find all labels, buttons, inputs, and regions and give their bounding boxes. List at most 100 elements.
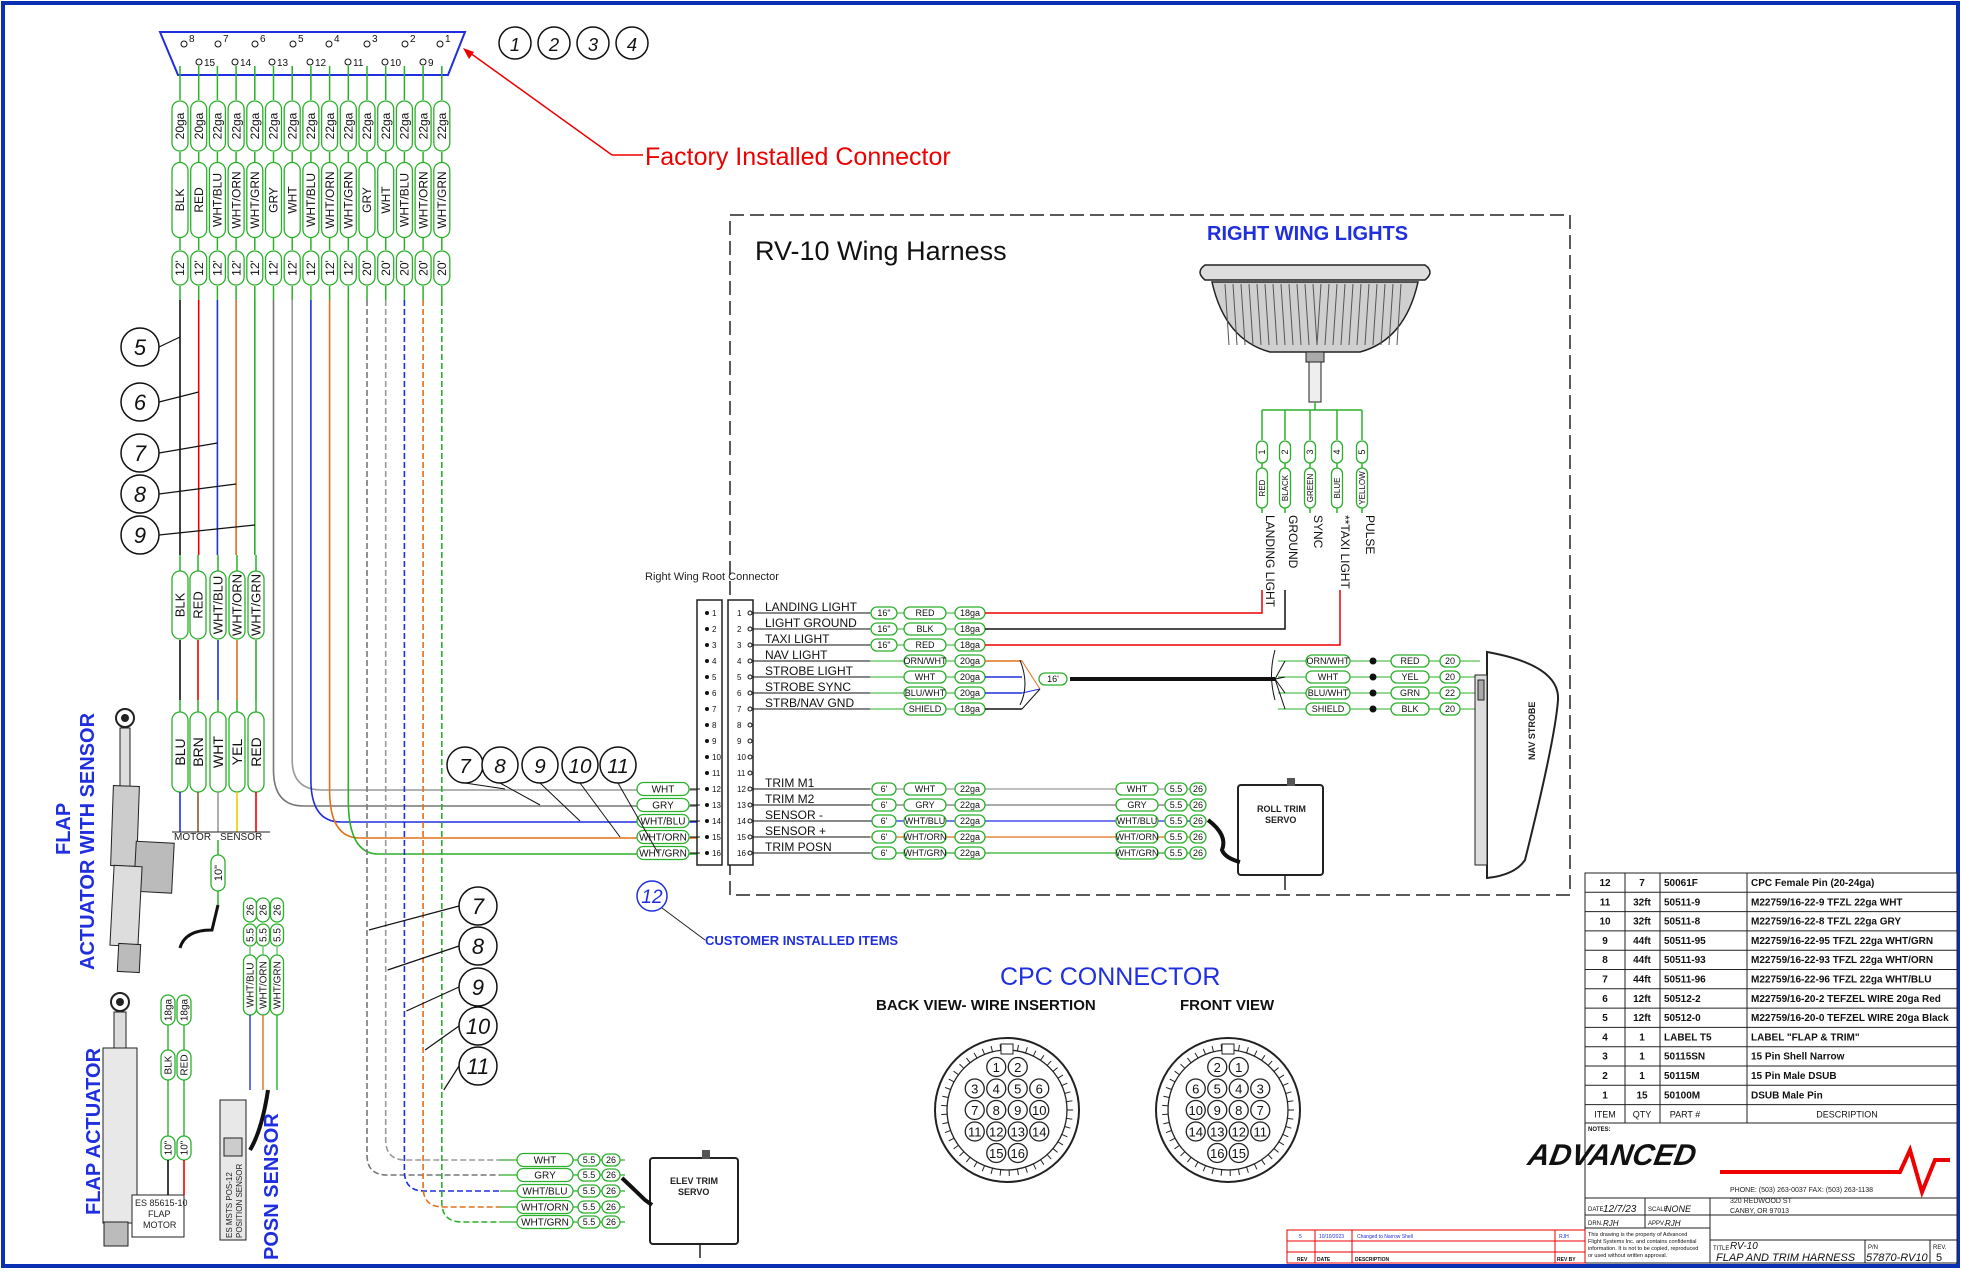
- flap-upper-label: RED: [190, 571, 206, 639]
- svg-text:26: 26: [1193, 832, 1203, 842]
- motor-wire-gauge: 18ga: [177, 995, 191, 1025]
- svg-text:6': 6': [881, 800, 888, 810]
- strobe-wire-b: GRN: [1391, 687, 1429, 699]
- strobe-wire-gauge: 20: [1440, 655, 1460, 667]
- lower-callout: 9: [459, 968, 497, 1006]
- light-wire-color: BLK: [904, 623, 946, 635]
- appv-value: RJH: [1665, 1219, 1681, 1228]
- right-wing-lights-title: RIGHT WING LIGHTS: [1207, 223, 1408, 245]
- dsub-wire-color: BLK: [172, 163, 188, 238]
- svg-text:WHT/GRN: WHT/GRN: [904, 848, 947, 858]
- svg-text:26: 26: [606, 1155, 616, 1165]
- svg-text:RED: RED: [915, 608, 935, 618]
- dsub-wire-color: WHT/BLU: [396, 163, 412, 238]
- posn-wire-color: WHT/ORN: [257, 955, 270, 1015]
- svg-text:5.5: 5.5: [583, 1170, 596, 1180]
- svg-text:26: 26: [1193, 784, 1203, 794]
- motor-wire-color: RED: [177, 1050, 191, 1080]
- root-pin-function: LIGHT GROUND: [765, 616, 857, 630]
- lower-callout: 8: [459, 927, 497, 965]
- svg-text:22ga: 22ga: [960, 832, 980, 842]
- elev-wire-length: 5.5: [578, 1185, 600, 1197]
- svg-text:WHT/BLU: WHT/BLU: [211, 173, 225, 227]
- strobe-wire-a: BLU/WHT: [1306, 687, 1350, 699]
- servo-wire-gauge: 26: [1190, 847, 1206, 859]
- svg-text:GRY: GRY: [1127, 800, 1146, 810]
- svg-text:WHT/ORN: WHT/ORN: [229, 171, 243, 228]
- trim-wire-length: 6': [872, 815, 896, 827]
- cpc-back-view-label: BACK VIEW- WIRE INSERTION: [876, 997, 1096, 1014]
- trim-wire-gauge: 22ga: [955, 799, 985, 811]
- svg-text:RED: RED: [192, 187, 206, 213]
- svg-text:20': 20': [435, 260, 449, 276]
- cpc-pin-label: 5: [1214, 1082, 1221, 1097]
- strobe-splice: [1370, 674, 1377, 681]
- svg-text:GRY: GRY: [915, 800, 934, 810]
- right-wing-light-fixture: [1200, 265, 1430, 402]
- root-pin-dot: [705, 803, 709, 807]
- pn-value: 57870-RV10: [1866, 1252, 1928, 1264]
- nav-strobe-label: NAV STROBE: [1527, 702, 1537, 760]
- callout-label: 1: [510, 34, 520, 55]
- light-wire-color: RED: [904, 607, 946, 619]
- title-line-1: RV-10: [1730, 1241, 1758, 1252]
- root-pin-dot: [705, 835, 709, 839]
- strobe-wire-a: ORN/WHT: [1306, 655, 1350, 667]
- svg-text:3: 3: [1305, 449, 1315, 454]
- elev-wire-length: 5.5: [578, 1216, 600, 1228]
- svg-text:5.5: 5.5: [1170, 784, 1183, 794]
- dsub-wire-color: GRY: [359, 163, 375, 238]
- cpc-pin-label: 10: [1032, 1103, 1046, 1118]
- svg-text:5.5: 5.5: [1170, 848, 1183, 858]
- svg-text:20ga: 20ga: [960, 688, 980, 698]
- root-pin-dot: [705, 707, 709, 711]
- drn-label: DRN.: [1588, 1221, 1603, 1227]
- cpc-pin-label: 6: [1036, 1082, 1043, 1097]
- dsub-wire-length: 20': [396, 251, 412, 285]
- root-pin-right: 7: [737, 705, 742, 714]
- dsub-wire-length: 12': [284, 251, 300, 285]
- svg-text:20ga: 20ga: [173, 112, 187, 139]
- svg-text:WHT: WHT: [915, 672, 936, 682]
- servo-wire-length: 5.5: [1165, 831, 1187, 843]
- svg-text:26: 26: [259, 904, 270, 916]
- root-pin-dot: [748, 835, 752, 839]
- callout-label: 9: [134, 523, 146, 548]
- root-pin-right: 6: [737, 689, 742, 698]
- svg-text:22ga: 22ga: [342, 112, 356, 139]
- dsub-wire-gauge: 22ga: [359, 101, 375, 151]
- flap-actuator-drawing: [103, 993, 184, 1246]
- root-pin-dot: [705, 659, 709, 663]
- svg-text:RED: RED: [248, 737, 264, 767]
- dsub-pin: [382, 59, 388, 65]
- root-pin-dot: [705, 723, 709, 727]
- servo-wire-color: GRY: [1116, 799, 1158, 811]
- root-left-label: GRY: [637, 799, 689, 812]
- svg-text:22ga: 22ga: [211, 112, 225, 139]
- elev-wire-length: 5.5: [578, 1154, 600, 1166]
- svg-text:WHT: WHT: [379, 186, 393, 214]
- svg-text:26: 26: [606, 1170, 616, 1180]
- root-pin-dot: [748, 771, 752, 775]
- bom-part: 50100M: [1664, 1090, 1700, 1101]
- dsub-wire-gauge: 20ga: [172, 101, 188, 151]
- svg-text:12': 12': [304, 260, 318, 276]
- svg-text:20: 20: [1445, 672, 1455, 682]
- light-wire-gauge: 18ga: [955, 623, 985, 635]
- dsub-pin: [307, 59, 313, 65]
- bom-part: 50511-95: [1664, 936, 1706, 947]
- rev-header: DATE: [1317, 1257, 1331, 1263]
- svg-text:6': 6': [881, 784, 888, 794]
- es-motor-1: ES 85615-10: [135, 1198, 188, 1208]
- bom-part: 50512-0: [1664, 1013, 1701, 1024]
- root-pin-left: 16: [712, 849, 721, 858]
- bom-item: 11: [1600, 897, 1611, 908]
- root-pin-dot: [705, 739, 709, 743]
- dsub-pin: [269, 59, 275, 65]
- dsub-wire-length: 12': [172, 251, 188, 285]
- root-pin-dot: [705, 771, 709, 775]
